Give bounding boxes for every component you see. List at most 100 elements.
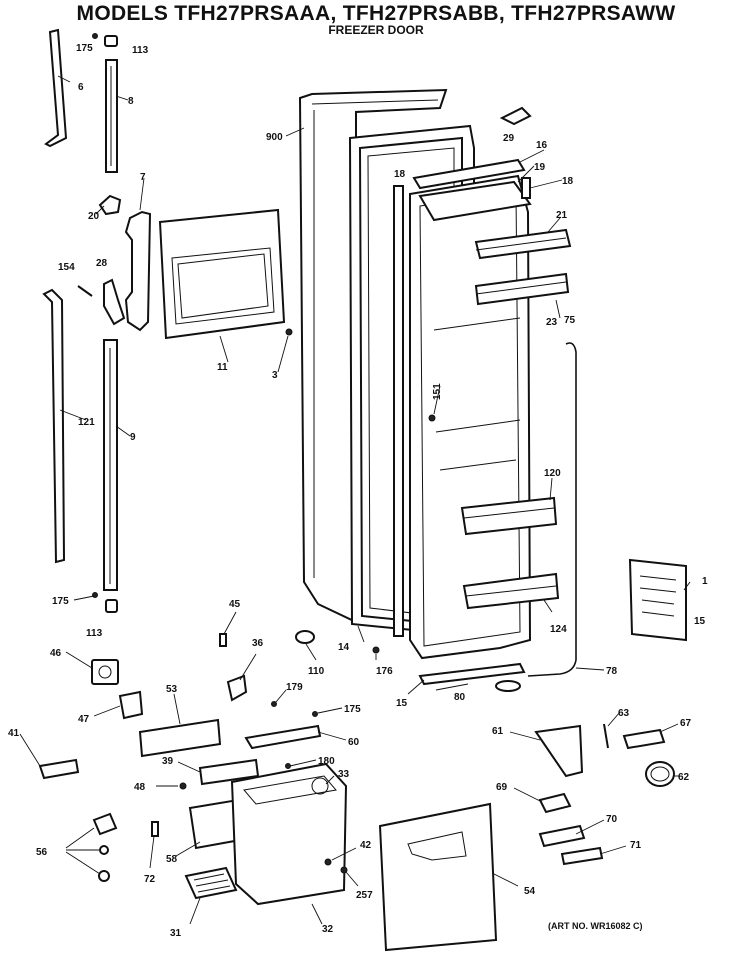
- callout-179: 179: [286, 682, 303, 693]
- part-110-button: [295, 630, 315, 644]
- part-41-actuator: [38, 758, 80, 780]
- callout-8: 8: [128, 96, 134, 107]
- callout-20: 20: [88, 211, 100, 222]
- part-176-screw: [372, 646, 380, 654]
- callout-180: 180: [318, 756, 335, 767]
- callout-32: 32: [322, 924, 334, 935]
- callout-113-bottom: 113: [86, 628, 103, 639]
- part-63-spring: [603, 723, 609, 749]
- callout-42: 42: [360, 840, 372, 851]
- part-18-right-strip: [521, 177, 531, 199]
- part-113-hinge-cap-bottom: [92, 592, 118, 613]
- callout-33: 33: [338, 769, 350, 780]
- callout-23: 23: [546, 317, 558, 328]
- part-6-trim-strip: [44, 28, 68, 148]
- callout-19: 19: [534, 162, 546, 173]
- callout-257: 257: [356, 890, 373, 901]
- part-179-screw: [271, 701, 277, 707]
- part-71-pad: [560, 846, 604, 866]
- part-75-water-tube: [527, 342, 577, 677]
- part-70-arm: [538, 824, 586, 848]
- callout-60: 60: [348, 737, 360, 748]
- part-69-actuator: [538, 792, 572, 814]
- callout-69: 69: [496, 782, 508, 793]
- part-8-hinge-strip: [105, 59, 118, 173]
- leader-lines: [19, 75, 691, 925]
- callout-31: 31: [170, 928, 182, 939]
- part-3-screw: [285, 328, 293, 336]
- callout-63: 63: [618, 708, 630, 719]
- callout-14: 14: [338, 642, 350, 653]
- part-7-door-handle: [124, 210, 152, 332]
- callout-36: 36: [252, 638, 264, 649]
- part-28-hinge-bracket: [103, 278, 126, 326]
- callout-80: 80: [454, 692, 466, 703]
- callout-41: 41: [8, 728, 20, 739]
- part-16-top-trim: [412, 158, 526, 190]
- callout-18-right: 18: [562, 176, 574, 187]
- callout-18-left: 18: [394, 169, 406, 180]
- callout-11: 11: [217, 362, 228, 373]
- part-9-long-hinge-strip: [103, 339, 118, 591]
- part-180-screw: [285, 763, 291, 769]
- callout-70: 70: [606, 814, 618, 825]
- part-1-instruction-card: [628, 558, 687, 642]
- part-47-module: [118, 690, 144, 720]
- callout-61: 61: [492, 726, 504, 737]
- callout-48: 48: [134, 782, 146, 793]
- callout-154: 154: [58, 262, 75, 273]
- callout-78: 78: [606, 666, 618, 677]
- part-39-bar: [198, 758, 260, 786]
- callout-72: 72: [144, 874, 156, 885]
- callout-3: 3: [272, 370, 278, 381]
- part-21-door-shelf: [474, 228, 572, 260]
- callout-7: 7: [140, 172, 146, 183]
- callout-58: 58: [166, 854, 178, 865]
- part-62-seal-ring: [645, 761, 675, 787]
- part-18-left-strip: [393, 185, 404, 637]
- part-11-window-frame: [158, 208, 286, 340]
- callout-120: 120: [544, 468, 561, 479]
- callout-175-mid: 175: [344, 704, 361, 715]
- callout-53: 53: [166, 684, 178, 695]
- part-29-clip: [499, 106, 532, 126]
- part-175-screw: [312, 711, 318, 717]
- callout-15-trim: 15: [396, 698, 408, 709]
- part-60-bracket: [244, 724, 322, 750]
- part-45-clip: [219, 633, 227, 647]
- part-72-pin: [151, 821, 159, 837]
- part-32-dispenser-housing: [230, 762, 348, 906]
- callout-54: 54: [524, 886, 536, 897]
- callout-15-card: 15: [694, 616, 706, 627]
- part-151-screw: [428, 414, 436, 422]
- part-113-hinge-cap-top: [92, 33, 118, 47]
- part-23-door-shelf: [474, 272, 570, 306]
- callout-176: 176: [376, 666, 393, 677]
- part-20-bracket: [98, 194, 122, 216]
- callout-28: 28: [96, 258, 108, 269]
- part-154-screw: [77, 285, 93, 297]
- callout-56: 56: [36, 847, 48, 858]
- callout-113-top: 113: [132, 45, 149, 56]
- diagram-title: MODELS TFH27PRSAAA, TFH27PRSABB, TFH27PR…: [76, 2, 676, 25]
- diagram-subtitle: FREEZER DOOR: [328, 23, 424, 37]
- part-42-screw: [324, 858, 332, 866]
- part-53-panel: [138, 718, 222, 758]
- callout-151: 151: [432, 383, 443, 400]
- callout-110: 110: [308, 666, 325, 677]
- callout-71: 71: [630, 840, 642, 851]
- callout-45: 45: [229, 599, 241, 610]
- part-61-ice-chute: [534, 724, 584, 778]
- part-121-long-trim: [42, 288, 66, 564]
- part-900-outer-door-panel: [298, 88, 448, 624]
- callout-46: 46: [50, 648, 62, 659]
- callout-1: 1: [702, 576, 708, 587]
- callout-175-bottom: 175: [52, 596, 69, 607]
- callout-175-top: 175: [76, 43, 93, 54]
- callout-47: 47: [78, 714, 90, 725]
- callout-labels: 175 113 6 8 900 29 16 19 18 18 7 20 21 1…: [8, 43, 708, 939]
- part-36-switch: [226, 674, 248, 702]
- part-257-screw: [340, 866, 348, 874]
- callout-39: 39: [162, 756, 174, 767]
- callout-16: 16: [536, 140, 548, 151]
